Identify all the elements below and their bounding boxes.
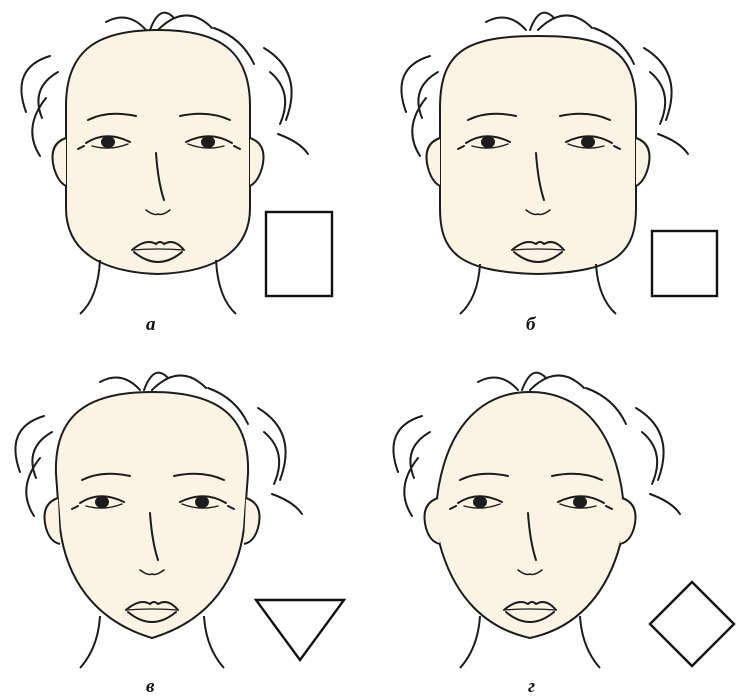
right-ear	[250, 138, 264, 186]
diamond-icon	[650, 582, 734, 666]
panel-label-g: г	[528, 676, 535, 697]
left-ear	[45, 498, 61, 544]
face-outline-square	[440, 36, 636, 274]
left-ear	[425, 498, 441, 544]
inverted-triangle-icon	[256, 600, 344, 660]
face-outline-rectangle	[66, 30, 250, 274]
right-ear	[244, 498, 260, 544]
panel-label-a: а	[146, 314, 156, 335]
right-ear	[636, 138, 650, 186]
face-outline-diamond	[436, 392, 624, 638]
panel-v	[15, 373, 302, 668]
left-ear	[427, 138, 441, 186]
panel-g	[393, 373, 680, 668]
panel-label-v: в	[146, 676, 155, 697]
square-icon	[652, 231, 717, 296]
face-outline-inverted-triangle	[56, 392, 248, 638]
panel-label-b: б	[526, 314, 537, 335]
right-ear	[620, 498, 636, 544]
rectangle-icon	[266, 212, 332, 296]
panel-b	[401, 13, 688, 314]
left-ear	[53, 138, 67, 186]
